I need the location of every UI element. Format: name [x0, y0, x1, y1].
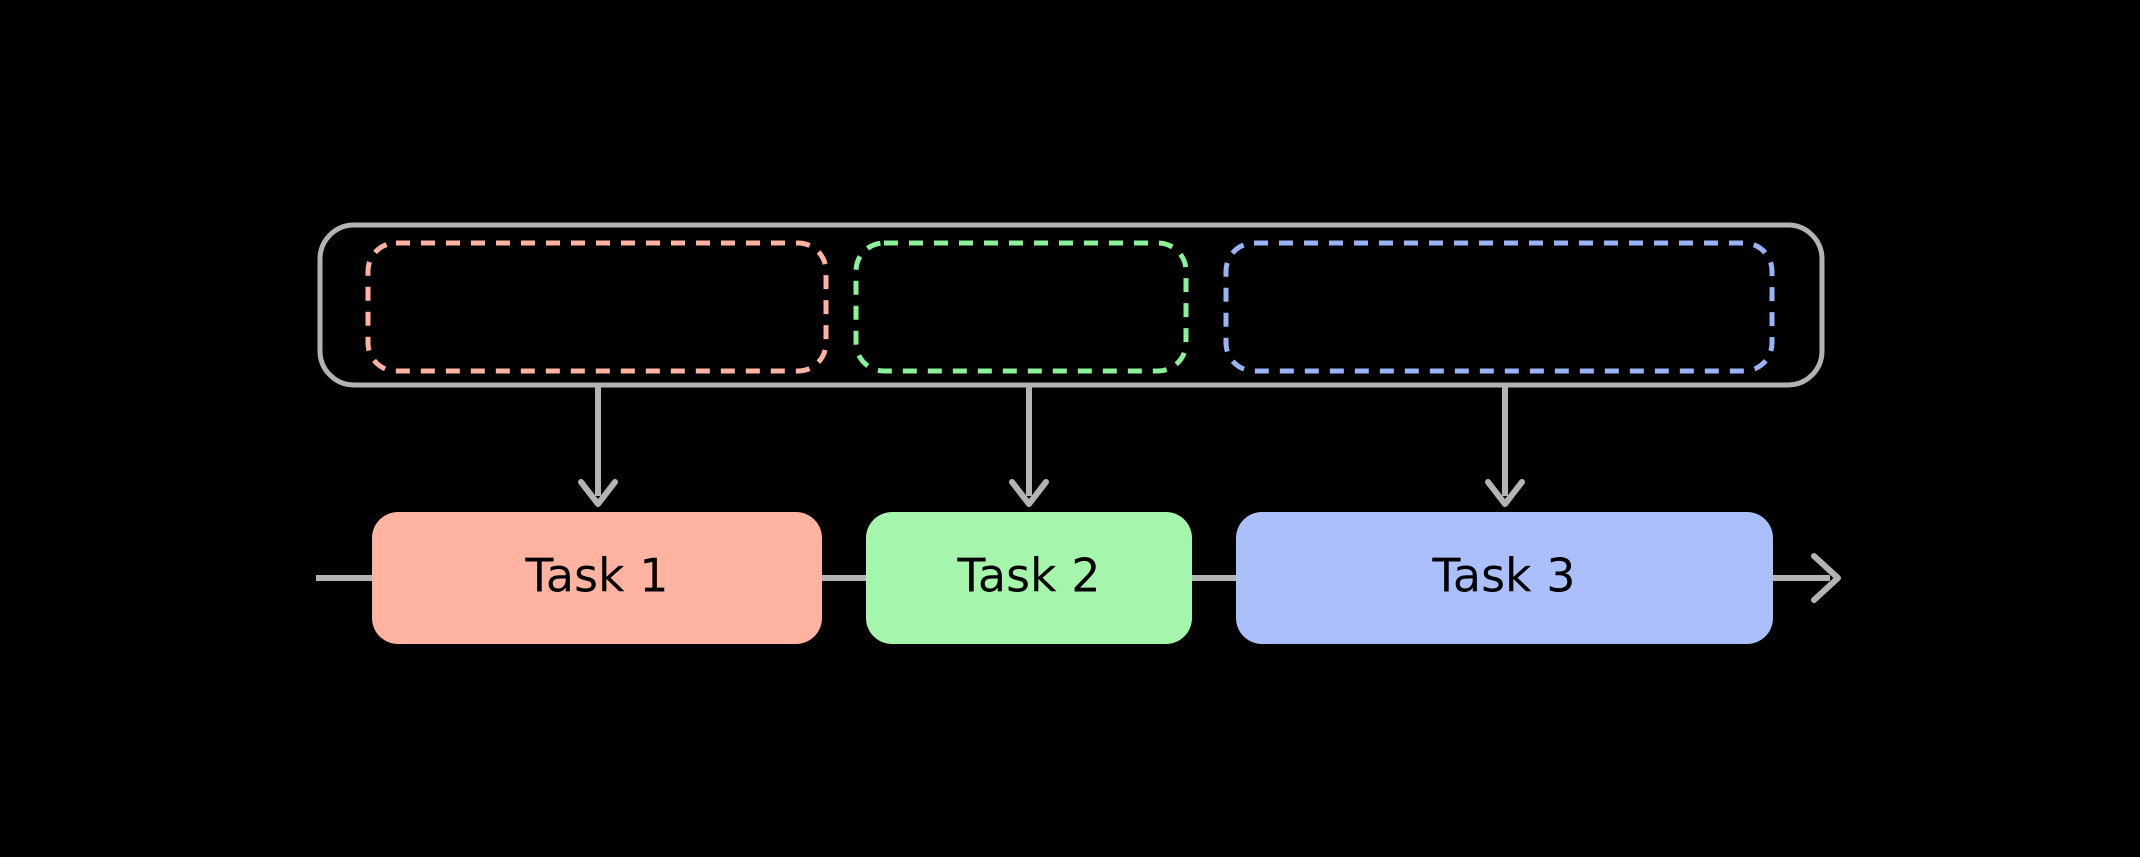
task-2-label: Task 2 [956, 549, 1100, 603]
task-2-box[interactable] [866, 512, 1192, 644]
dashed-slot-1[interactable] [365, 240, 829, 374]
outer-group-container[interactable] [317, 222, 1825, 388]
down-arrow-3 [1485, 387, 1525, 507]
dashed-slot-2[interactable] [853, 240, 1189, 374]
down-arrow-2-head [1009, 479, 1049, 507]
task-1-label: Task 1 [524, 549, 668, 603]
task-node-2[interactable]: Task 2 [866, 512, 1192, 644]
down-arrow-3-head [1485, 479, 1525, 507]
task-node-1[interactable]: Task 1 [372, 512, 822, 644]
down-arrow-2 [1009, 387, 1049, 507]
down-arrow-1-head [578, 479, 618, 507]
task-node-3[interactable]: Task 3 [1236, 512, 1773, 644]
flow-exit-arrowhead [1811, 553, 1841, 603]
task-3-box[interactable] [1236, 512, 1773, 644]
task-1-box[interactable] [372, 512, 822, 644]
task-3-label: Task 3 [1431, 549, 1575, 603]
down-arrow-1 [578, 387, 618, 507]
